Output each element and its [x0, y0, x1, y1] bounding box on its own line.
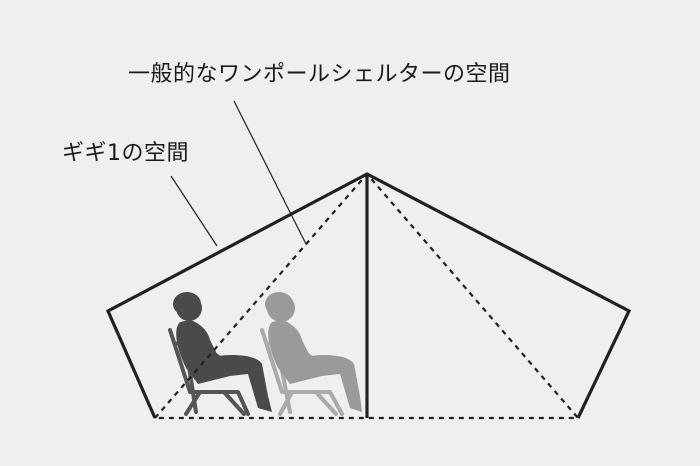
general-shelter-label: 一般的なワンポールシェルターの空間	[128, 62, 511, 87]
seated-person-front-icon	[173, 292, 272, 412]
leader-line-gigi1	[170, 175, 218, 247]
seated-person-back	[260, 292, 362, 416]
seated-person-back-icon	[265, 292, 362, 412]
leader-line-general-shelter	[233, 100, 307, 245]
seated-person-front	[168, 292, 272, 416]
general-shelter-outline	[152, 172, 581, 420]
gigi1-label: ギギ1の空間	[62, 141, 189, 166]
